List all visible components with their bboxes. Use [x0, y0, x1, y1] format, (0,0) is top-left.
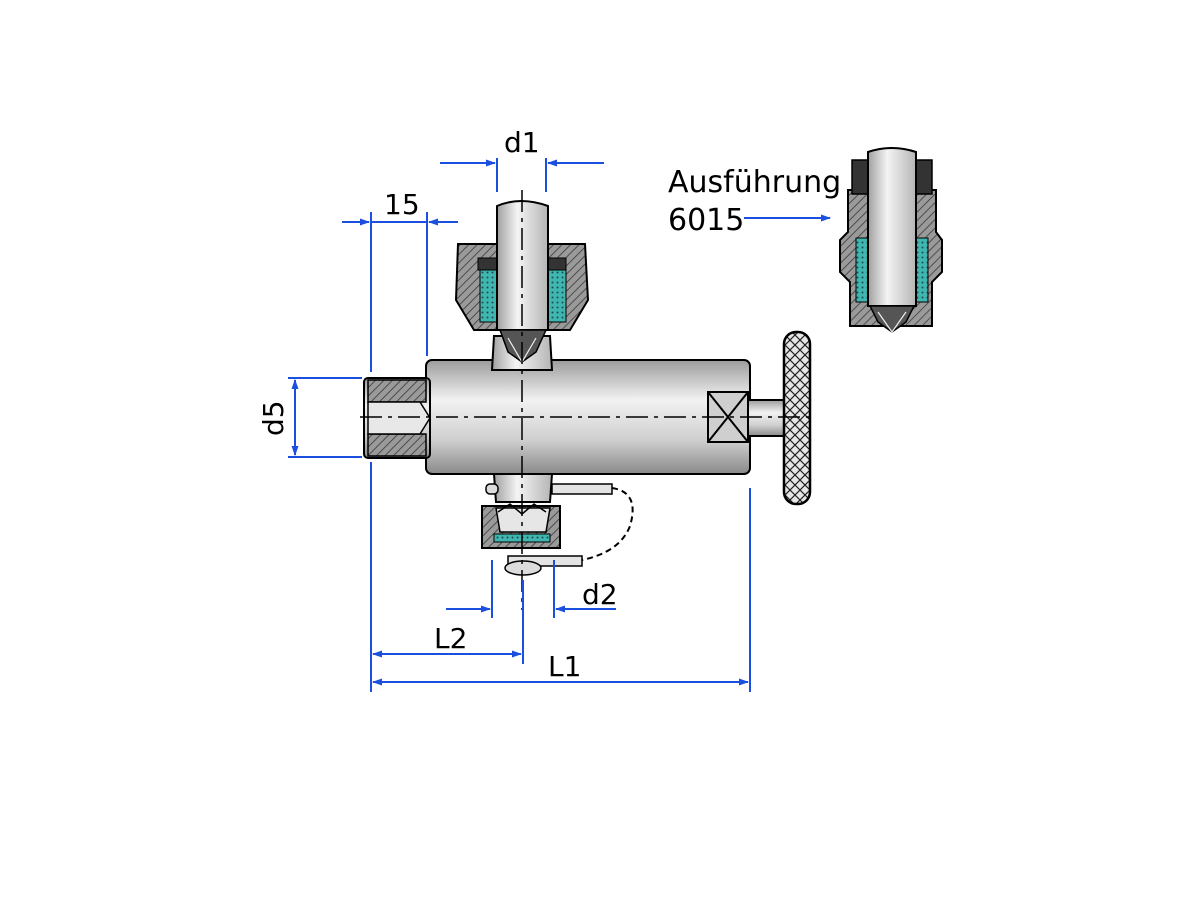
knurled-handwheel-icon[interactable]	[782, 330, 812, 506]
label-d2: d2	[582, 578, 618, 611]
cap-chain	[581, 487, 634, 561]
variant-label-line2: 6015	[668, 203, 744, 238]
label-d1: d1	[504, 126, 540, 159]
valve-assembly	[360, 190, 812, 610]
dimensions	[288, 158, 831, 692]
label-d5: d5	[257, 400, 290, 436]
variant-label-line1: Ausführung	[668, 165, 841, 200]
bottom-outlet	[481, 473, 634, 576]
left-thread-end	[363, 377, 431, 459]
label-15: 15	[384, 188, 420, 221]
variant-6015-detail	[839, 147, 943, 334]
label-L1: L1	[548, 650, 581, 683]
spindle	[747, 399, 789, 437]
label-L2: L2	[434, 622, 467, 655]
